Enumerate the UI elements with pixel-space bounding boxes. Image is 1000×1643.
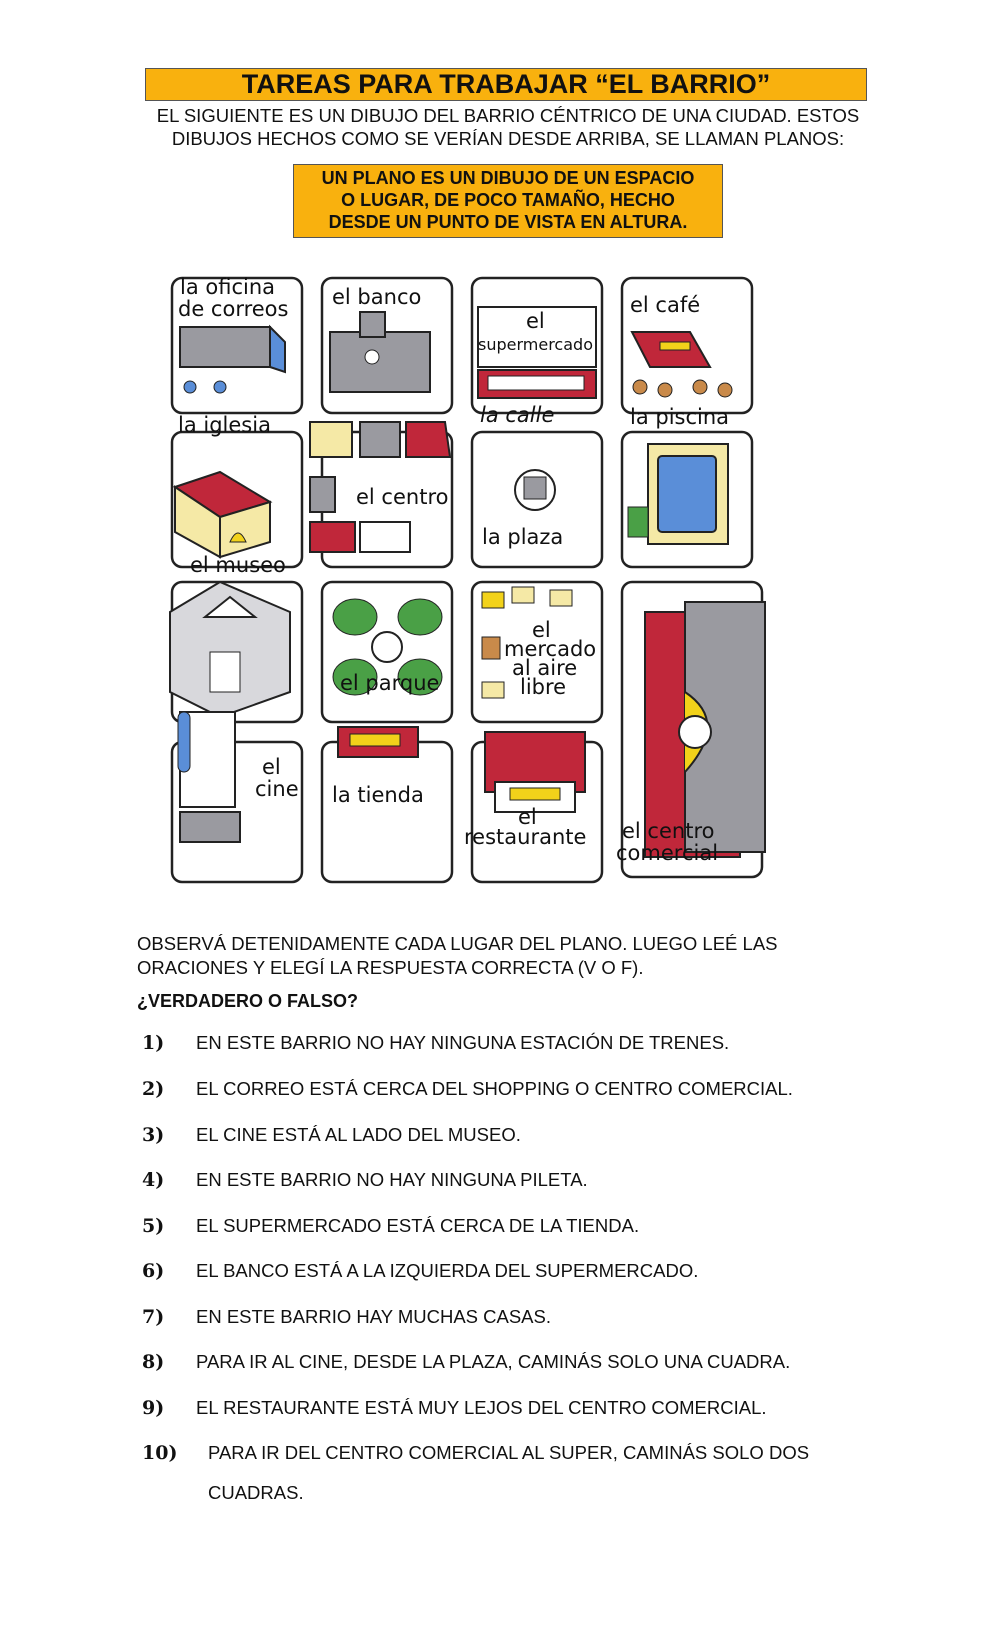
question-item: 1) EN ESTE BARRIO NO HAY NINGUNA ESTACIÓN… (142, 1031, 729, 1055)
question-text: EL RESTAURANTE ESTÁ MUY LEJOS DEL CENTRO… (196, 1397, 767, 1418)
label-mercado-3: al aire (512, 656, 577, 680)
block-cine (170, 740, 304, 884)
block-parque (320, 580, 454, 724)
label-super-2: supermercado (478, 335, 593, 354)
shopping-mall-building (644, 601, 766, 858)
question-text: EL CINE ESTÁ AL LADO DEL MUSEO. (196, 1124, 521, 1145)
market-stalls (481, 586, 573, 699)
church-building (172, 470, 273, 559)
question-item: 8) PARA IR AL CINE, DESDE LA PLAZA, CAMIN… (142, 1350, 790, 1374)
question-10-continuation: CUADRAS. (208, 1482, 304, 1503)
intro-text: EL SIGUIENTE ES UN DIBUJO DEL BARRIO CÉN… (128, 104, 888, 150)
neighborhood-map: la oficina de correos el banco el superm… (169, 275, 766, 884)
label-parque: el parque (340, 671, 439, 695)
plaza-fountain (514, 469, 556, 511)
block-supermercado (470, 276, 604, 415)
museum-building (169, 580, 291, 719)
block-plaza (470, 430, 604, 569)
question-text: EN ESTE BARRIO HAY MUCHAS CASAS. (196, 1306, 552, 1327)
question-text: PARA IR AL CINE, DESDE LA PLAZA, CAMINÁS… (196, 1351, 791, 1372)
question-number: 4) (142, 1169, 165, 1191)
question-text: EL SUPERMERCADO ESTÁ CERCA DE LA TIENDA. (196, 1215, 640, 1236)
label-comercial-1: el centro (622, 819, 714, 843)
question-item: 10) PARA IR DEL CENTRO COMERCIAL AL SUPER… (142, 1441, 809, 1465)
label-restaurante-2: restaurante (464, 825, 586, 849)
question-text: EN ESTE BARRIO NO HAY NINGUNA PILETA. (196, 1169, 588, 1190)
question-item: 6) EL BANCO ESTÁ A LA IZQUIERDA DEL SUPER… (142, 1259, 698, 1283)
label-cine-1: el (262, 755, 281, 779)
question-number: 3) (142, 1124, 165, 1146)
cafe-building (630, 331, 733, 398)
block-correos (170, 276, 304, 415)
block-cafe (620, 276, 754, 415)
restaurant-building (484, 731, 586, 813)
label-mercado-1: el (532, 618, 551, 642)
label-banco: el banco (332, 285, 421, 309)
instructions-line-2: ORACIONES Y ELEGÍ LA RESPUESTA CORRECTA … (137, 957, 644, 978)
question-number: 8) (142, 1351, 165, 1373)
intro-line-1: EL SIGUIENTE ES UN DIBUJO DEL BARRIO CÉN… (156, 105, 860, 126)
block-tienda (320, 740, 454, 884)
supermarket-building (477, 306, 597, 399)
question-text: EL BANCO ESTÁ A LA IZQUIERDA DEL SUPERME… (196, 1260, 699, 1281)
label-piscina: la piscina (630, 405, 729, 429)
block-mercado (470, 580, 604, 724)
label-plaza: la plaza (482, 525, 563, 549)
question-number: 5) (142, 1215, 165, 1237)
label-mercado-2: mercado (504, 637, 596, 661)
label-tienda: la tienda (332, 783, 424, 807)
cinema-building (177, 711, 241, 843)
instructions: OBSERVÁ DETENIDAMENTE CADA LUGAR DEL PLA… (137, 932, 897, 980)
question-text: EL CORREO ESTÁ CERCA DEL SHOPPING O CENT… (196, 1078, 793, 1099)
downtown-houses (309, 421, 452, 553)
label-cafe: el café (630, 293, 700, 317)
label-super-1: el (526, 309, 545, 333)
question-item: 4) EN ESTE BARRIO NO HAY NINGUNA PILETA. (142, 1168, 588, 1192)
page-title: TAREAS PARA TRABAJAR “EL BARRIO” (145, 68, 867, 101)
instructions-line-1: OBSERVÁ DETENIDAMENTE CADA LUGAR DEL PLA… (137, 933, 778, 954)
label-museo: el museo (190, 553, 286, 577)
store-building (337, 726, 419, 758)
question-number: 9) (142, 1397, 165, 1419)
label-restaurante-1: el (518, 805, 537, 829)
label-calle: la calle (480, 403, 554, 427)
definition-line-3: DESDE UN PUNTO DE VISTA EN ALTURA. (328, 212, 688, 232)
label-centro: el centro (356, 485, 448, 509)
question-number: 2) (142, 1078, 165, 1100)
question-item: 3) EL CINE ESTÁ AL LADO DEL MUSEO. (142, 1123, 521, 1147)
block-iglesia (170, 430, 304, 569)
bank-building (329, 311, 431, 393)
label-mercado-4: libre (520, 675, 566, 699)
block-piscina (620, 430, 754, 569)
question-number: 10) (142, 1442, 178, 1464)
label-iglesia: la iglesia (178, 413, 271, 437)
question-item: 2) EL CORREO ESTÁ CERCA DEL SHOPPING O CE… (142, 1077, 793, 1101)
label-cine-2: cine (255, 777, 299, 801)
question-item: 5) EL SUPERMERCADO ESTÁ CERCA DE LA TIEND… (142, 1214, 639, 1238)
label-correos-1: la oficina (180, 275, 275, 299)
question-number: 1) (142, 1032, 165, 1054)
definition-line-2: O LUGAR, DE POCO TAMAÑO, HECHO (341, 190, 675, 210)
question-item: 9) EL RESTAURANTE ESTÁ MUY LEJOS DEL CENT… (142, 1396, 767, 1420)
question-text: PARA IR DEL CENTRO COMERCIAL AL SUPER, C… (208, 1442, 810, 1463)
question-number: 7) (142, 1306, 165, 1328)
definition-line-1: UN PLANO ES UN DIBUJO DE UN ESPACIO (321, 168, 695, 188)
definition-box: UN PLANO ES UN DIBUJO DE UN ESPACIO O LU… (293, 164, 723, 238)
label-comercial-2: comercial (616, 841, 718, 865)
block-banco (320, 276, 454, 415)
label-correos-2: de correos (178, 297, 288, 321)
pool (627, 443, 729, 545)
post-office-building (179, 324, 286, 394)
question-number: 6) (142, 1260, 165, 1282)
question-item: 7) EN ESTE BARRIO HAY MUCHAS CASAS. (142, 1305, 551, 1329)
question-text: EN ESTE BARRIO NO HAY NINGUNA ESTACIÓN D… (196, 1032, 730, 1053)
intro-line-2: DIBUJOS HECHOS COMO SE VERÍAN DESDE ARRI… (171, 128, 845, 149)
true-false-heading: ¿VERDADERO O FALSO? (137, 991, 359, 1011)
park (332, 598, 443, 696)
